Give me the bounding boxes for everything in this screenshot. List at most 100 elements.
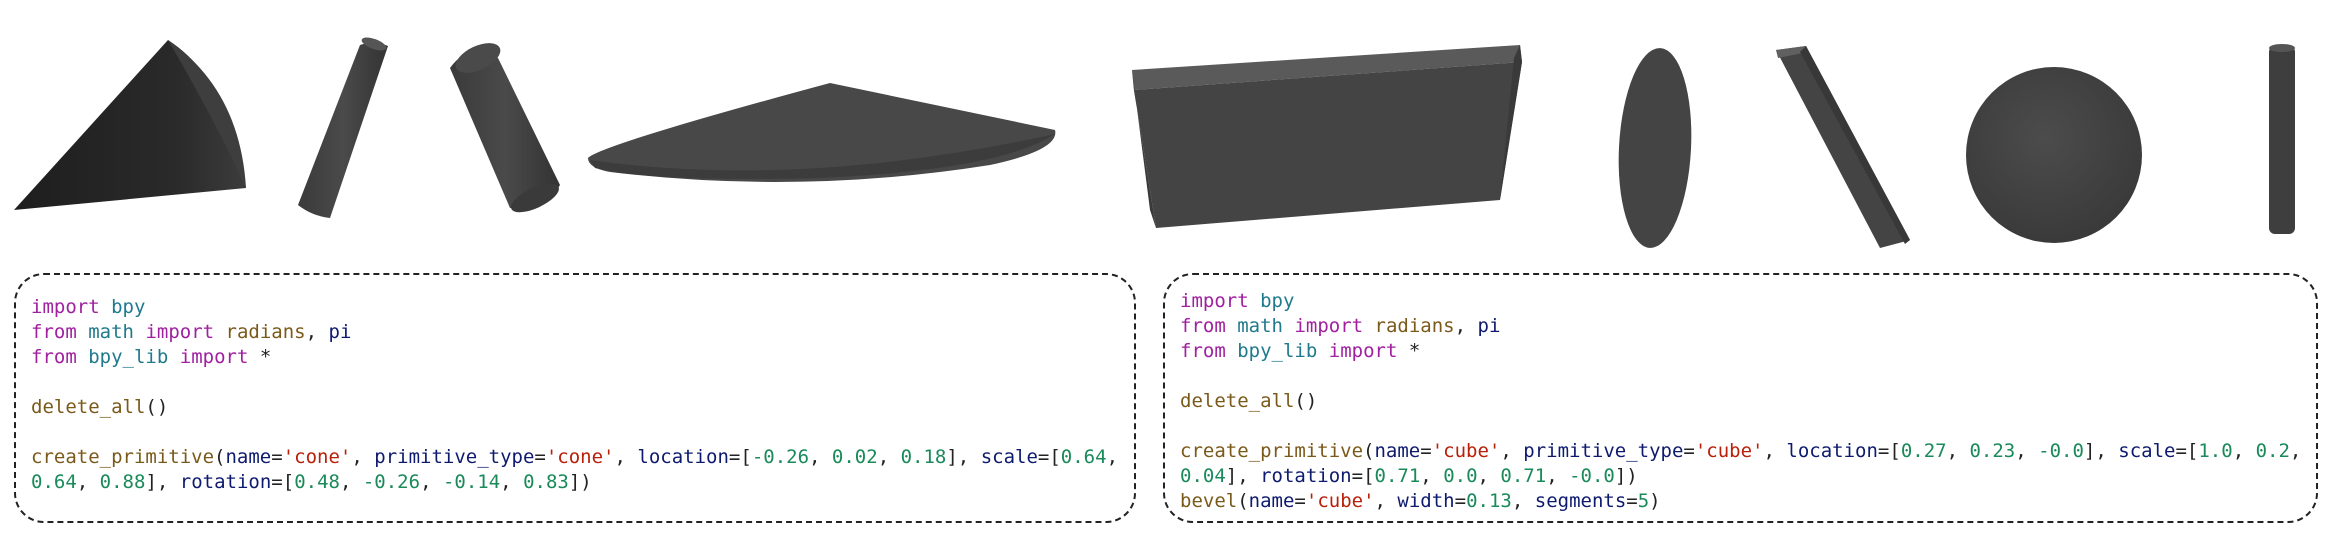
function-name: create_primitive <box>31 446 215 468</box>
punctuation: =[ <box>728 446 752 468</box>
punctuation: =[ <box>1877 440 1901 462</box>
punctuation: , <box>420 471 432 493</box>
punctuation: , <box>1420 465 1432 487</box>
parameter: location <box>637 446 729 468</box>
punctuation: = <box>1294 490 1306 512</box>
number-literal: -0.0 <box>2038 440 2084 462</box>
punctuation: =[ <box>271 471 295 493</box>
punctuation: , <box>809 446 821 468</box>
keyword: from <box>31 346 77 368</box>
number-literal: 0.48 <box>294 471 340 493</box>
string-literal: 'cube' <box>1694 440 1764 462</box>
string-literal: 'cube' <box>1431 440 1501 462</box>
parameter: name <box>1248 490 1295 512</box>
wide-box-shape <box>1132 45 1522 228</box>
punctuation: , <box>877 446 890 468</box>
number-literal: 1.0 <box>2198 440 2233 462</box>
code-line: import bpy <box>31 296 145 318</box>
code-line: from bpy_lib import * <box>31 346 271 368</box>
parameter: scale <box>980 446 1038 468</box>
parameter: primitive_type <box>1523 440 1684 462</box>
punctuation: ]) <box>1614 465 1638 487</box>
keyword: from <box>1180 340 1226 362</box>
cone-shape <box>14 40 246 210</box>
string-literal: 'cone' <box>282 446 352 468</box>
keyword: import <box>1180 290 1249 312</box>
punctuation: , <box>1106 446 1119 468</box>
punctuation: =[ <box>1351 465 1375 487</box>
punctuation: = <box>1420 440 1432 462</box>
punctuation: ], <box>145 471 169 493</box>
keyword: import <box>1328 340 1398 362</box>
ellipsoid-shape <box>1618 48 1692 248</box>
number-literal: 0.27 <box>1900 440 1947 462</box>
parameter: location <box>1786 440 1878 462</box>
punctuation: , <box>614 446 626 468</box>
code-line: from math import radians, pi <box>31 321 351 343</box>
punctuation: , <box>1763 440 1775 462</box>
keyword: import <box>31 296 100 318</box>
module-name: bpy_lib <box>88 346 169 368</box>
module-name: bpy <box>1260 290 1295 312</box>
punctuation: ) <box>1649 490 1661 512</box>
number-literal: 0.71 <box>1374 465 1421 487</box>
number-literal: 0.83 <box>523 471 569 493</box>
punctuation: , <box>339 471 352 493</box>
number-literal: 0.04 <box>1180 465 1226 487</box>
tilted-cylinder-shape <box>450 43 560 213</box>
punctuation: () <box>1294 390 1318 412</box>
number-literal: -0.0 <box>1569 465 1615 487</box>
number-literal: 0.23 <box>1969 440 2016 462</box>
identifier: pi <box>328 321 352 343</box>
parameter: scale <box>2118 440 2176 462</box>
code-line: 0.64, 0.88], rotation=[0.48, -0.26, -0.1… <box>31 471 592 493</box>
number-literal: 0.2 <box>2255 440 2290 462</box>
parameter: primitive_type <box>374 446 535 468</box>
punctuation: = <box>1454 490 1467 512</box>
punctuation: , <box>2289 440 2302 462</box>
identifier: radians <box>1374 315 1455 337</box>
operator: * <box>1408 340 1421 362</box>
code-line: 0.04], rotation=[0.71, 0.0, 0.71, -0.0]) <box>1180 465 1638 487</box>
identifier: pi <box>1477 315 1501 337</box>
code-line: import bpy <box>1180 290 1294 312</box>
punctuation: ( <box>1363 440 1375 462</box>
code-line: bevel(name='cube', width=0.13, segments=… <box>1180 490 1661 512</box>
number-literal: 5 <box>1637 490 1650 512</box>
punctuation: , <box>1546 465 1558 487</box>
vertical-rod-shape <box>2269 44 2295 234</box>
punctuation: ]) <box>568 471 592 493</box>
punctuation: , <box>1511 490 1524 512</box>
parameter: name <box>1374 440 1421 462</box>
parameter: rotation <box>179 471 272 493</box>
number-literal: 0.88 <box>99 471 146 493</box>
punctuation: , <box>2232 440 2245 462</box>
punctuation: = <box>534 446 546 468</box>
number-literal: 0.71 <box>1500 465 1547 487</box>
number-literal: 0.18 <box>900 446 947 468</box>
code-panel-left: import bpy from math import radians, pi … <box>14 273 1136 523</box>
number-literal: 0.64 <box>1060 446 1107 468</box>
module-name: bpy <box>111 296 146 318</box>
code-line: create_primitive(name='cube', primitive_… <box>1180 440 2301 462</box>
punctuation: , <box>351 446 363 468</box>
keyword: import <box>145 321 215 343</box>
punctuation: ], <box>1225 465 1249 487</box>
parameter: name <box>225 446 272 468</box>
punctuation: , <box>76 471 89 493</box>
function-name: delete_all <box>31 396 146 418</box>
punctuation: , <box>305 321 318 343</box>
code-block-left: import bpy from math import radians, pi … <box>31 295 1119 495</box>
code-line: from math import radians, pi <box>1180 315 1500 337</box>
punctuation: , <box>1477 465 1489 487</box>
number-literal: 0.13 <box>1466 490 1512 512</box>
punctuation: =[ <box>2175 440 2199 462</box>
string-literal: 'cube' <box>1305 490 1375 512</box>
parameter: rotation <box>1260 465 1352 487</box>
punctuation: , <box>2015 440 2027 462</box>
function-name: delete_all <box>1180 390 1295 412</box>
punctuation: , <box>1454 315 1467 337</box>
punctuation: ( <box>214 446 226 468</box>
keyword: from <box>1180 315 1226 337</box>
punctuation: = <box>271 446 283 468</box>
